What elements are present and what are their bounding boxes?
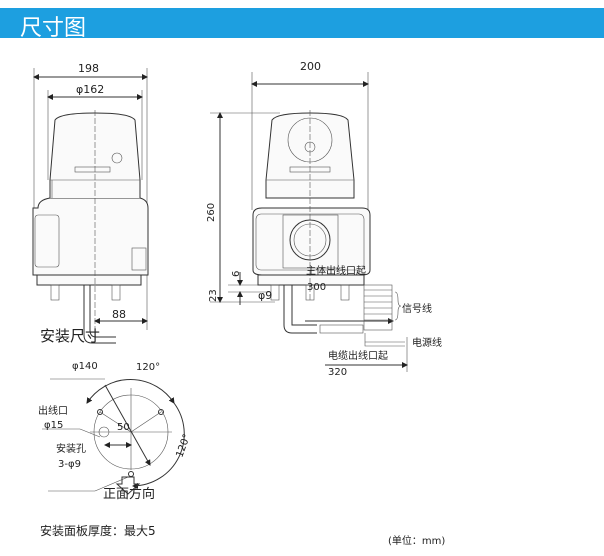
angle-120-top: 120° — [136, 362, 160, 373]
dim-198: 198 — [78, 62, 99, 75]
mounting-title: 安装尺寸 — [40, 327, 100, 345]
front-view: 260 200 6 23 φ9 主体出线口起 300 信号线 电源线 电缆出线口… — [206, 60, 442, 378]
side-view: 198 φ162 88 — [32, 62, 149, 344]
outlet-label: 出线口 — [38, 404, 68, 417]
dim-phi162: φ162 — [76, 83, 104, 96]
outlet-diameter: φ15 — [44, 420, 63, 431]
dim-23: 23 — [208, 289, 219, 302]
dim-6: 6 — [231, 271, 242, 277]
angle-120-side: 120° — [174, 433, 193, 459]
signal-wires — [363, 284, 402, 331]
dim-260: 260 — [206, 203, 217, 222]
dim-320: 320 — [328, 367, 347, 378]
main-body-label: 主体出线口起 — [306, 264, 366, 277]
dim-300: 300 — [307, 282, 326, 293]
dim-50: 50 — [117, 422, 130, 433]
panel-thickness-note: 安装面板厚度：最大5 — [40, 523, 156, 538]
power-wire-label: 电源线 — [412, 336, 442, 349]
signal-wire-label: 信号线 — [402, 302, 432, 315]
dim-88: 88 — [112, 308, 126, 321]
header-title: 尺寸图 — [20, 16, 87, 41]
dim-phi140: φ140 — [72, 361, 98, 372]
hole-label: 安装孔 — [56, 442, 86, 455]
mounting-diagram: 安装尺寸 φ140 120° 120° 出线口 φ15 50 安装孔 3-φ9 … — [38, 327, 193, 502]
dim-phi9: φ9 — [258, 289, 272, 302]
unit-note: (单位：mm) — [388, 534, 445, 547]
front-direction-arrow-icon — [115, 476, 141, 495]
cable-exit-label: 电缆出线口起 — [328, 349, 388, 362]
front-direction-label: 正面方向 — [103, 486, 155, 502]
dim-200: 200 — [300, 60, 321, 73]
header-bar: 尺寸图 — [0, 8, 604, 41]
hole-spec: 3-φ9 — [58, 459, 81, 470]
